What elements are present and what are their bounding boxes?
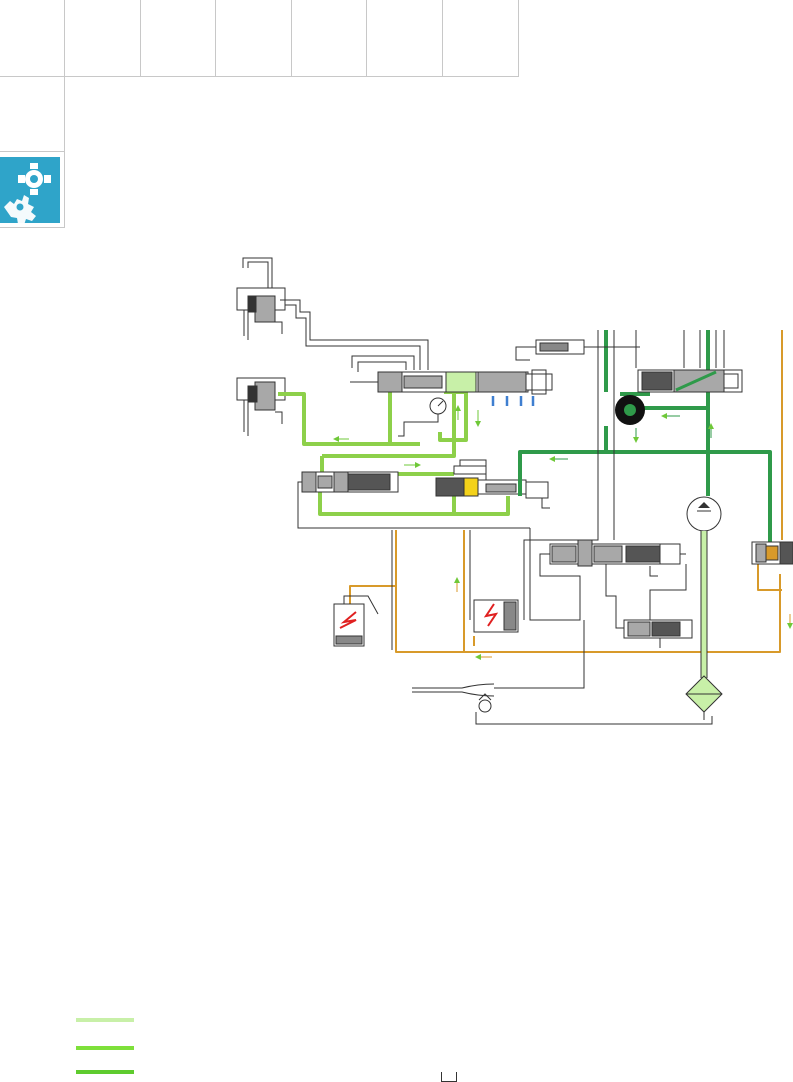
lockup-valve — [529, 528, 686, 621]
solenoid-pins — [491, 396, 535, 406]
logo-cell — [0, 153, 65, 228]
check-valve-icon — [478, 693, 492, 713]
main-shift-valve — [350, 355, 553, 395]
clutch-valve — [605, 564, 693, 648]
gray-lines-top-right — [523, 330, 725, 620]
return-lines — [391, 530, 713, 725]
orange-lines — [349, 330, 783, 653]
filter-icon — [685, 675, 723, 720]
legend-swatch-green — [76, 1070, 134, 1074]
pilot-valve-top — [515, 339, 600, 361]
servo-cylinder-top — [236, 257, 429, 370]
header-grid — [0, 0, 519, 228]
pressure-relief-valve — [637, 369, 743, 393]
modulator-valve — [297, 471, 530, 529]
regulator-valve — [435, 459, 550, 509]
solenoid-icon-center — [473, 599, 519, 633]
legend-swatch-light-green — [76, 1018, 134, 1022]
green-line-left — [278, 390, 510, 516]
servo-cylinder-bottom — [236, 377, 286, 436]
gear-cutaway-logo-icon — [0, 157, 60, 223]
right-edge-valve — [751, 541, 793, 565]
accumulator-icon — [615, 395, 645, 425]
hydraulic-schematic — [236, 257, 793, 725]
legend-swatch-bright-green — [76, 1046, 134, 1050]
pressure-gauge-icon — [398, 397, 447, 437]
solenoid-icon-left — [333, 595, 379, 647]
dark-green-lines — [518, 330, 772, 548]
pump-icon — [686, 496, 722, 532]
